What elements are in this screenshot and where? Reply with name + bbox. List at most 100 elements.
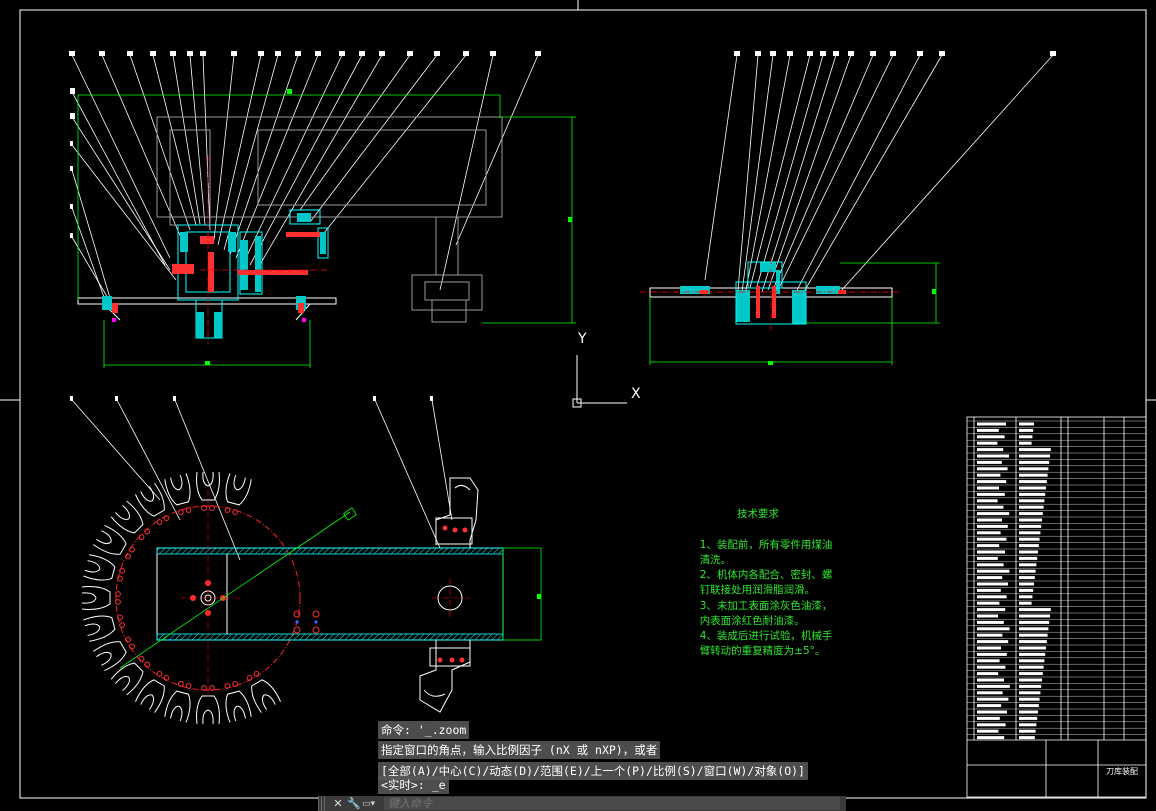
title-block-cell-text: [977, 652, 1007, 656]
slot-bolt: [125, 636, 131, 643]
slot-bolt: [185, 683, 192, 689]
slot-bolt: [138, 655, 145, 662]
title-block-cell-text: [1019, 588, 1034, 592]
title-block-cell-text: [977, 633, 1003, 637]
title-block-cell-text: [977, 422, 1006, 426]
command-prompt-icon[interactable]: ▭▾: [362, 798, 376, 809]
command-bar-grip[interactable]: [318, 796, 326, 811]
title-block-cell-text: [1019, 428, 1034, 432]
top-left-view: [77, 89, 576, 368]
slot-bolt: [117, 614, 123, 621]
technical-requirements: 技术要求 1、装配前，所有零件用煤油 清洗。 2、机体内各配合、密封、螺 钉联接…: [693, 477, 833, 659]
slot-bolt: [224, 683, 231, 689]
slot-bolt: [125, 553, 131, 560]
tool-slot: [164, 473, 191, 506]
title-block-cell-text: [1019, 678, 1042, 682]
title-block-cell-text: [1019, 441, 1032, 445]
tool-slot: [225, 690, 252, 723]
slot-bolt: [201, 685, 207, 691]
title-block-cell-text: [1019, 691, 1041, 695]
title-block-cell-text: [1019, 448, 1051, 452]
tech-req-title: 技术要求: [737, 508, 779, 521]
title-block-cell-text: [977, 448, 1004, 452]
title-block-cell-text: [1019, 505, 1044, 509]
title-block-cell-text: [1019, 633, 1048, 637]
title-block-cell-text: [1019, 556, 1038, 560]
tool-slot: [93, 525, 127, 555]
title-block-cell-text: [977, 595, 1007, 599]
top-right-view: [640, 258, 940, 365]
title-block-name: 刀库装配: [1106, 767, 1138, 776]
title-block-cell-text: [977, 684, 1010, 688]
wrench-icon[interactable]: 🔧: [347, 797, 361, 810]
title-block-cell-text: [977, 467, 1008, 471]
title-block-cell-text: [1019, 614, 1050, 618]
title-block-cell-text: [1019, 550, 1038, 554]
title-block-cell-text: [977, 710, 1007, 714]
title-block-cell-text: [1019, 460, 1050, 464]
title-block-cell-text: [977, 531, 1001, 535]
tool-slot: [110, 500, 144, 534]
title-block-cell-text: [977, 460, 1002, 464]
slot-bolt: [156, 671, 163, 677]
title-block-cell-text: [977, 588, 1001, 592]
title-block-cell-text: [1019, 576, 1035, 580]
title-block-cell-text: [1019, 620, 1050, 624]
tech-req-line: 4、装成后进行试验，机械手: [699, 630, 833, 643]
title-block-cell-text: [1019, 486, 1046, 490]
title-block-cell-text: [1019, 723, 1037, 727]
title-block-cell-text: [977, 518, 1002, 522]
title-block-cell-text: [1019, 473, 1048, 477]
tool-slot: [225, 473, 252, 506]
command-input[interactable]: [384, 797, 840, 810]
title-block-cell-text: [1019, 729, 1036, 733]
slot-bolt: [232, 509, 239, 516]
title-block-cell-text: [977, 608, 1006, 612]
title-block-cell-text: [977, 620, 1004, 624]
slot-bolt: [129, 546, 135, 553]
leader-lines-top-left: [71, 54, 539, 306]
tool-slot: [196, 471, 220, 501]
title-block-cell-text: [977, 723, 1006, 727]
title-block-cell-text: [1019, 512, 1043, 516]
tool-magazine-plan: [81, 471, 542, 725]
title-block-cell-text: [977, 537, 1007, 541]
tech-req-line: 3、未加工表面涂灰色油漆，: [699, 599, 833, 612]
title-block-cell-text: [1019, 736, 1035, 740]
slot-bolt: [253, 671, 260, 677]
tool-slot: [251, 679, 281, 713]
title-block-cell-text: [1019, 659, 1045, 663]
tech-req-line: 内表面涂红色耐油漆。: [699, 614, 805, 627]
title-block-cell-text: [1019, 697, 1040, 701]
tech-req-line: 2、机体内各配合、密封、螺: [699, 569, 833, 582]
title-block-cell-text: [1019, 467, 1049, 471]
title-block-cell-text: [977, 678, 1004, 682]
slot-bolt: [177, 509, 184, 516]
title-block-cell-text: [977, 499, 998, 503]
slot-bolt: [163, 675, 170, 681]
balloon-ticks-bottom: [70, 396, 433, 401]
title-block-cell-text: [1019, 710, 1038, 714]
title-block-cell-text: [1019, 595, 1033, 599]
title-block-cell-text: [977, 441, 998, 445]
tool-slot: [196, 695, 220, 725]
slot-bolt: [177, 680, 184, 687]
title-block-cell-text: [1019, 640, 1047, 644]
slot-bolt: [209, 685, 215, 691]
title-block-cell-text: [977, 704, 1002, 708]
tool-slot: [83, 554, 116, 581]
title-block-cell-text: [977, 627, 1010, 631]
tool-slot: [110, 662, 144, 696]
title-block-cell-text: [977, 550, 1005, 554]
title-block-cell-text: [1019, 537, 1040, 541]
title-block-cell-text: [977, 480, 1007, 484]
slot-bolt: [119, 622, 126, 629]
close-icon[interactable]: ✕: [333, 797, 343, 810]
slot-bolt: [246, 675, 253, 681]
title-block-cell-text: [977, 556, 998, 560]
leader-lines-top-right: [704, 54, 1054, 293]
tech-req-line: 臂转动的重复精度为±5°。: [699, 645, 826, 658]
command-history-line: [全部(A)/中心(C)/动态(D)/范围(E)/上一个(P)/比例(S)/窗口…: [378, 762, 808, 780]
slot-bolt: [201, 505, 207, 511]
